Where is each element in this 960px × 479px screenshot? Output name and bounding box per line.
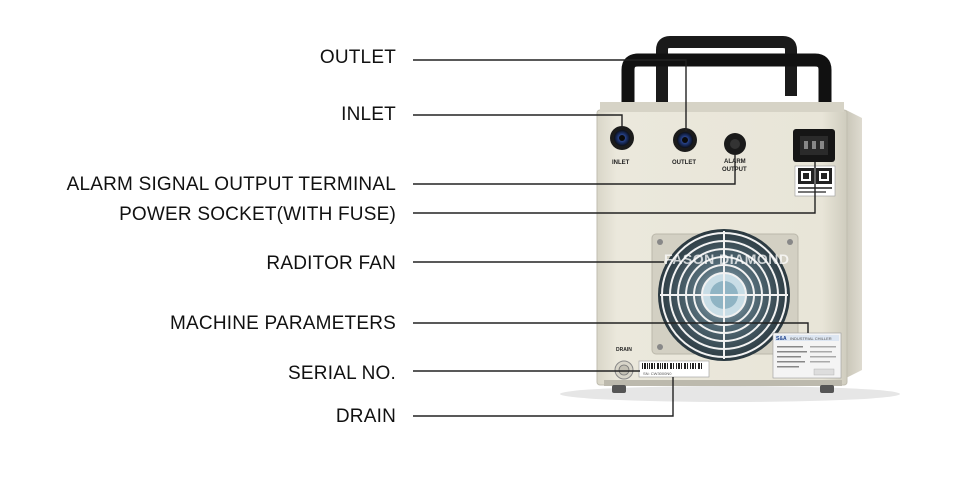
machine-parameters-plate bbox=[772, 332, 842, 379]
leader-power bbox=[413, 162, 816, 214]
plate-title: INDUSTRIAL CHILLER bbox=[790, 336, 832, 341]
leader-drain bbox=[413, 377, 674, 417]
serial-sticker-text: SN: CW3000N0 bbox=[643, 371, 672, 376]
inlet-label: INLET bbox=[341, 104, 396, 125]
serial-number-label: SERIAL NO. bbox=[288, 363, 396, 384]
inlet-port bbox=[610, 126, 634, 150]
machine-parameters-label: MACHINE PARAMETERS bbox=[170, 313, 396, 334]
outlet-label: OUTLET bbox=[319, 47, 396, 68]
drain-port-text: DRAIN bbox=[616, 347, 632, 353]
carry-handle bbox=[621, 36, 832, 108]
radiator-fan bbox=[651, 229, 799, 361]
plate-brand: S&A bbox=[776, 336, 787, 342]
leader-alarm bbox=[413, 155, 736, 185]
outlet-port-text: OUTLET bbox=[672, 160, 696, 166]
leader-params bbox=[413, 322, 809, 333]
alarm-terminal bbox=[724, 133, 746, 155]
drain-label: DRAIN bbox=[335, 406, 396, 427]
leader-inlet bbox=[413, 114, 623, 128]
watermark-text: FASON DIAMOND bbox=[664, 251, 790, 267]
power-socket-label: POWER SOCKET(WITH FUSE) bbox=[119, 204, 396, 225]
leader-lines bbox=[413, 59, 816, 417]
alarm-terminal-label: ALARM SIGNAL OUTPUT TERMINAL bbox=[66, 174, 396, 195]
floor-shadow bbox=[560, 386, 900, 402]
radiator-fan-label: RADITOR FAN bbox=[266, 253, 396, 274]
side-panel bbox=[846, 110, 862, 378]
drain-port bbox=[614, 360, 634, 380]
inlet-port-text: INLET bbox=[612, 160, 630, 166]
leader-outlet bbox=[413, 59, 687, 131]
outlet-port bbox=[673, 128, 697, 152]
serial-number-sticker bbox=[638, 360, 710, 378]
power-socket bbox=[793, 129, 835, 162]
